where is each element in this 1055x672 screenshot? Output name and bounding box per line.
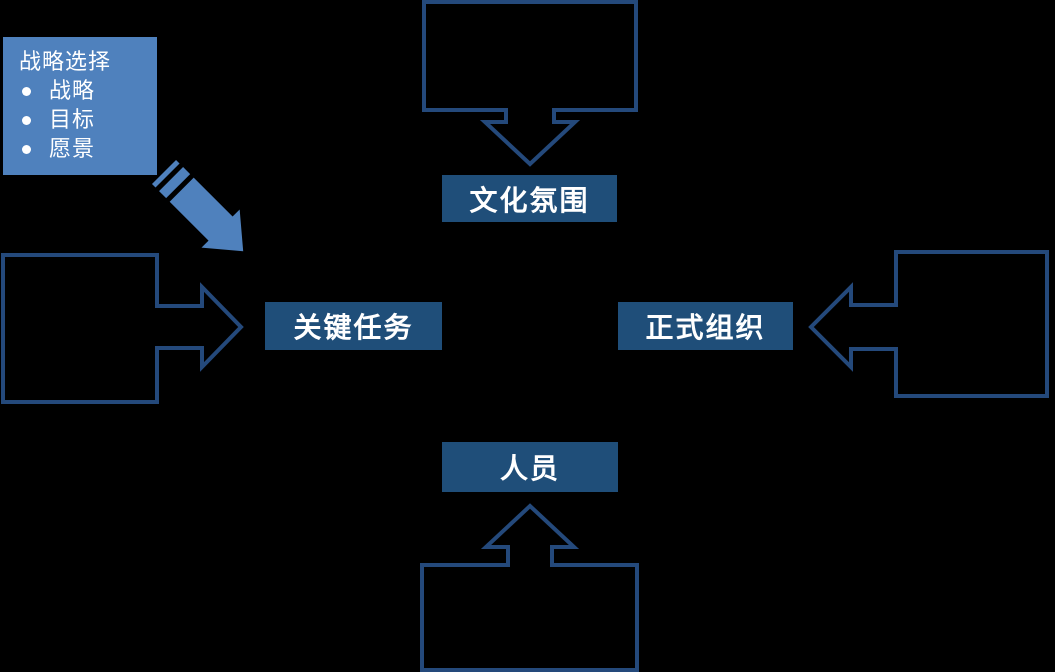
bottom-box-with-up-arrow-icon — [420, 503, 639, 672]
right-box-with-left-arrow-icon — [808, 250, 1049, 398]
strategy-item: 战略 — [19, 77, 151, 106]
striped-diagonal-arrow-icon — [151, 159, 244, 252]
bullet-icon — [22, 116, 31, 125]
node-label-key-tasks: 关键任务 — [265, 302, 442, 350]
strategy-item: 目标 — [19, 106, 151, 135]
bullet-icon — [22, 87, 31, 96]
node-label-formal-org: 正式组织 — [618, 302, 793, 350]
left-box-with-right-arrow-icon — [1, 253, 244, 404]
top-box-with-down-arrow-icon — [422, 0, 638, 167]
node-label-people: 人员 — [442, 442, 618, 492]
strategy-item-label: 战略 — [49, 79, 96, 104]
strategy-title: 战略选择 — [19, 50, 112, 75]
strategy-item-label: 愿景 — [49, 137, 96, 162]
strategy-item-label: 目标 — [49, 108, 96, 133]
strategy-item: 愿景 — [19, 135, 151, 164]
bullet-icon — [22, 145, 31, 154]
node-label-culture: 文化氛围 — [442, 175, 617, 222]
strategy-selection-card: 战略选择 战略 目标 愿景 — [3, 37, 157, 175]
